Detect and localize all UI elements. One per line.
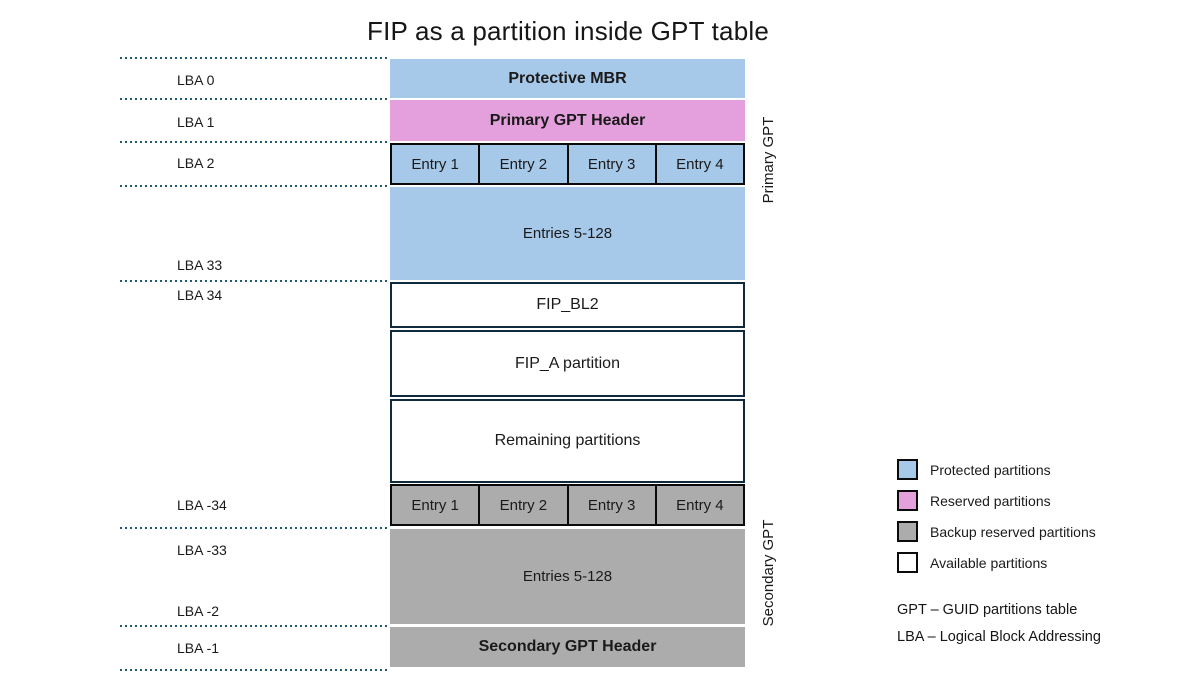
block-primary-gpt-header: Primary GPT Header (390, 100, 745, 141)
abbreviation-gpt: GPT – GUID partitions table (897, 602, 1078, 618)
block-secondary-gpt-header: Secondary GPT Header (390, 627, 745, 667)
primary-entry-2: Entry 2 (478, 143, 569, 185)
primary-entry-4: Entry 4 (654, 143, 745, 185)
lba-label-1: LBA 1 (177, 114, 215, 130)
secondary-entry-row: Entry 1 Entry 2 Entry 3 Entry 4 (390, 484, 745, 526)
reserved-swatch (897, 490, 918, 511)
side-label-secondary-gpt: Secondary GPT (760, 519, 777, 627)
block-fip-a-partition: FIP_A partition (390, 330, 745, 397)
lba-label-0: LBA 0 (177, 72, 215, 88)
dotted-separator (120, 98, 388, 100)
side-label-primary-gpt: Primary GPT (760, 116, 777, 204)
legend-row-available: Available partitions (897, 552, 1047, 573)
protected-swatch (897, 459, 918, 480)
legend-label: Reserved partitions (930, 492, 1051, 509)
dotted-separator (120, 669, 388, 671)
primary-entry-1: Entry 1 (390, 143, 481, 185)
dotted-separator (120, 280, 388, 282)
diagram-title: FIP as a partition inside GPT table (366, 16, 770, 46)
lba-label-n1: LBA -1 (177, 640, 220, 656)
primary-entry-row: Entry 1 Entry 2 Entry 3 Entry 4 (390, 143, 745, 185)
dotted-separator (120, 625, 388, 627)
legend-label: Protected partitions (930, 461, 1051, 478)
block-fip-bl2: FIP_BL2 (390, 282, 745, 328)
dotted-separator (120, 141, 388, 143)
lba-label-n34: LBA -34 (177, 497, 227, 513)
block-secondary-entries-5-128: Entries 5-128 (390, 529, 745, 624)
lba-label-34: LBA 34 (177, 287, 223, 303)
legend-row-protected: Protected partitions (897, 459, 1051, 480)
secondary-entry-3: Entry 3 (566, 484, 657, 526)
dotted-separator (120, 527, 388, 529)
legend-label: Backup reserved partitions (930, 523, 1096, 540)
lba-label-2: LBA 2 (177, 155, 215, 171)
secondary-entry-4: Entry 4 (654, 484, 745, 526)
legend-row-reserved: Reserved partitions (897, 490, 1051, 511)
legend-label: Available partitions (930, 554, 1048, 571)
lba-label-33: LBA 33 (177, 257, 223, 273)
block-remaining-partitions: Remaining partitions (390, 399, 745, 483)
lba-label-n33: LBA -33 (177, 542, 227, 558)
available-swatch (897, 552, 918, 573)
secondary-entry-2: Entry 2 (478, 484, 569, 526)
abbreviation-lba: LBA – Logical Block Addressing (897, 629, 1101, 645)
lba-label-n2: LBA -2 (177, 603, 220, 619)
block-protective-mbr: Protective MBR (390, 59, 745, 98)
dotted-separator (120, 57, 388, 59)
dotted-separator (120, 185, 388, 187)
secondary-entry-1: Entry 1 (390, 484, 481, 526)
backup-swatch (897, 521, 918, 542)
block-primary-entries-5-128: Entries 5-128 (390, 187, 745, 280)
primary-entry-3: Entry 3 (566, 143, 657, 185)
legend-row-backup: Backup reserved partitions (897, 521, 1096, 542)
